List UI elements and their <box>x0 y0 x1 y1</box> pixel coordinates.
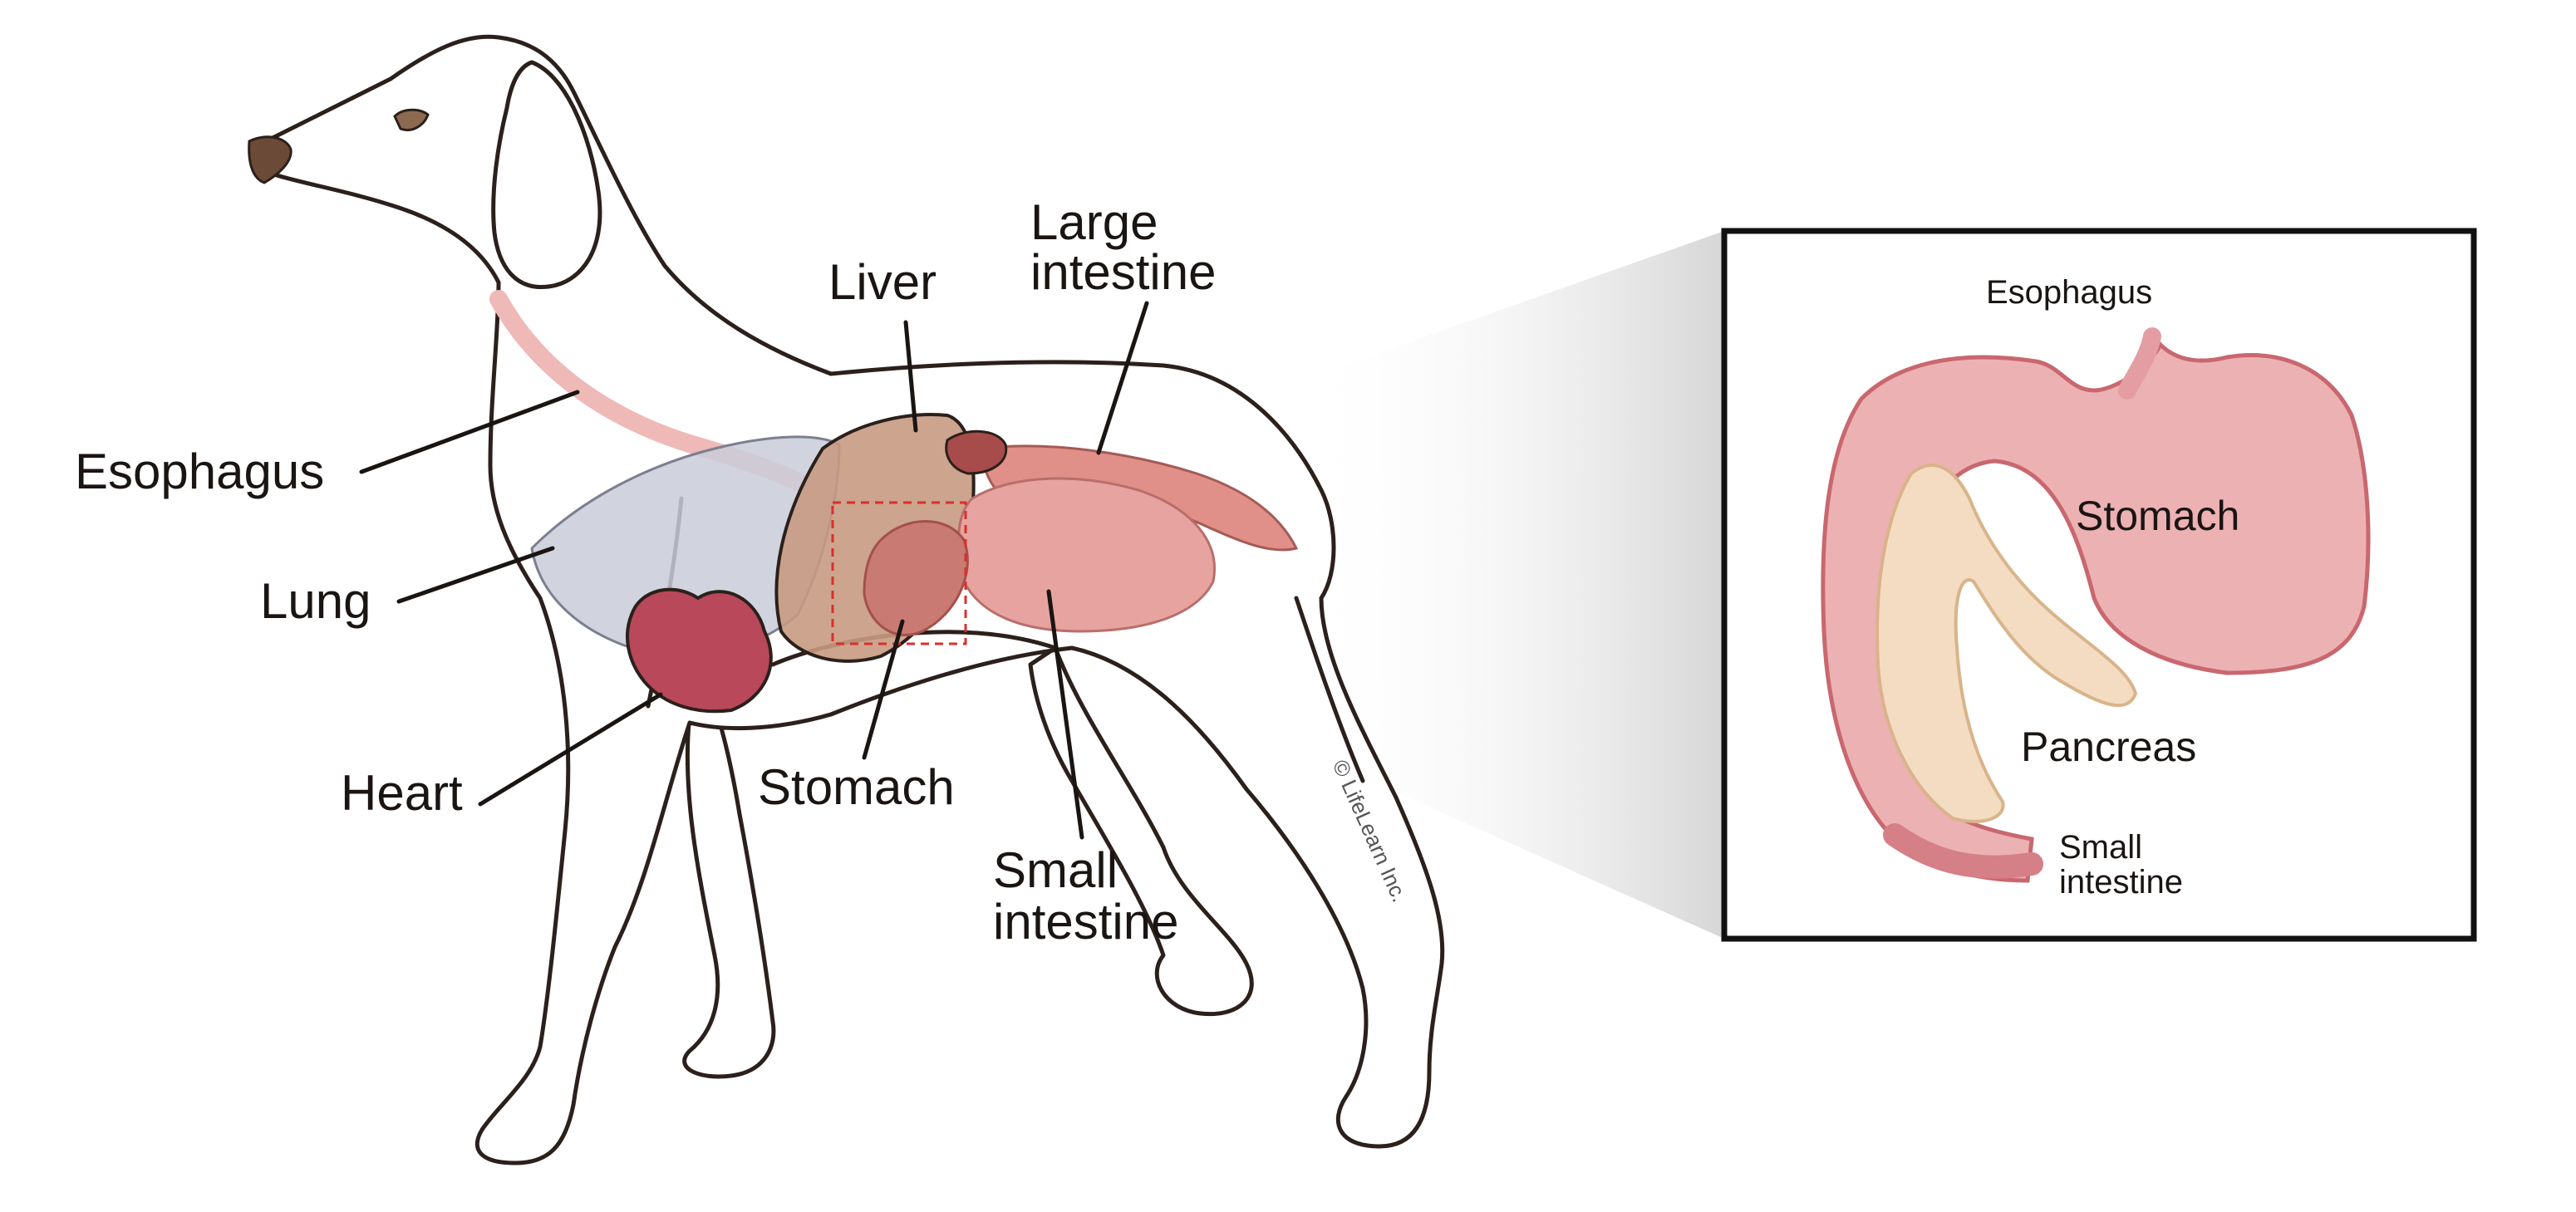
dog-eye <box>393 108 430 131</box>
stomach-label: Stomach <box>758 759 955 815</box>
dog-nose <box>248 135 293 184</box>
inset-pancreas-label: Pancreas <box>2021 724 2197 770</box>
small-organ-top <box>945 429 1008 475</box>
inset-pancreas <box>1875 464 2138 823</box>
heart-leader <box>478 692 663 807</box>
leader-lines <box>359 301 1149 840</box>
liver-leader <box>903 320 918 433</box>
inset-small-intestine-label-line1: Small <box>2059 829 2143 866</box>
small-intestine-leader <box>1046 589 1084 840</box>
dog-ear <box>491 60 602 290</box>
inset-esophagus-label: Esophagus <box>1986 274 2153 311</box>
front-leg-far <box>682 704 776 1079</box>
stomach-organ <box>863 520 969 636</box>
esophagus-leader <box>359 390 580 474</box>
lung-leader <box>396 546 555 604</box>
esophagus-label: Esophagus <box>75 444 325 499</box>
small-intestine-label-line1: Small <box>993 842 1118 898</box>
inset-stomach-label: Stomach <box>2076 493 2240 539</box>
large-intestine-leader <box>1096 301 1149 455</box>
stomach-highlight-box <box>831 501 967 645</box>
inset-small-intestine-label-line2: intestine <box>2059 864 2183 900</box>
large-intestine-label-line2: intestine <box>1030 244 1217 300</box>
zoom-cone <box>1296 231 1724 939</box>
small-intestine-label-line2: intestine <box>993 894 1179 949</box>
large-intestine-label-line1: Large <box>1030 194 1158 250</box>
stomach-leader <box>862 619 905 760</box>
hind-leg-far <box>1028 645 1254 1017</box>
hind-leg-line <box>1294 596 1365 783</box>
liver-label: Liver <box>828 254 937 310</box>
lung-label: Lung <box>260 573 371 629</box>
inset-esophagus-tube <box>2118 327 2161 400</box>
heart-label: Heart <box>341 765 463 821</box>
heart-organ <box>626 587 773 714</box>
inset-small-intestine-tube <box>1883 823 2043 879</box>
